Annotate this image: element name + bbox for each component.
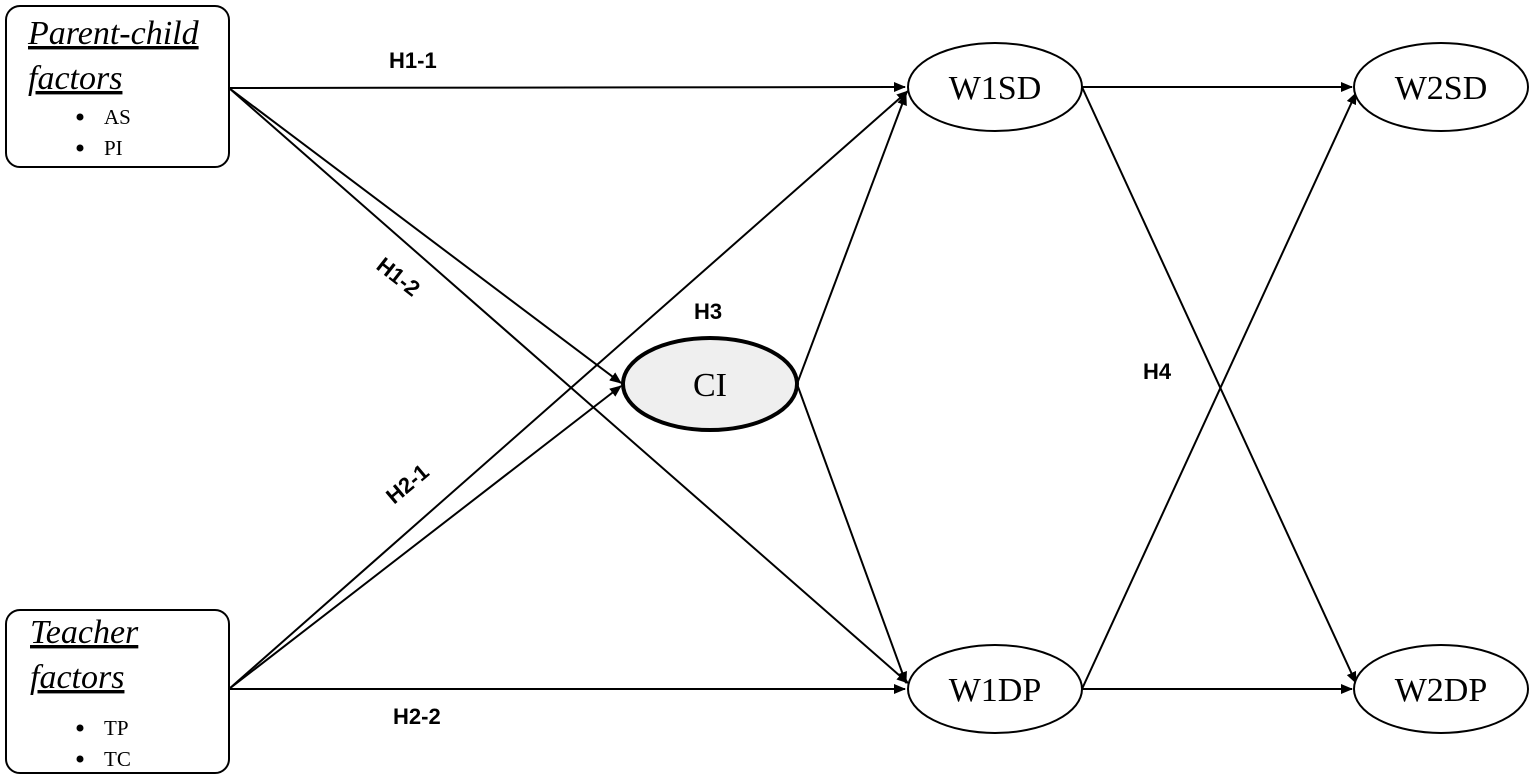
edge-parent-to-ci xyxy=(228,87,622,384)
teacher-item-tp: TP xyxy=(104,716,129,740)
label-h3: H3 xyxy=(694,299,722,324)
node-w1dp: W1DP xyxy=(907,644,1083,734)
edge-w1dp-to-w2sd xyxy=(1081,92,1357,690)
node-w2sd-label: W2SD xyxy=(1395,70,1488,107)
edge-teacher-to-w1sd xyxy=(228,90,909,690)
node-w1sd-label: W1SD xyxy=(949,70,1042,107)
label-h1-2: H1-2 xyxy=(372,252,425,301)
node-ci: CI xyxy=(621,336,799,432)
label-h1-1: H1-1 xyxy=(389,48,437,73)
label-h2-2: H2-2 xyxy=(393,704,441,729)
bullet-icon xyxy=(76,755,84,763)
edge-ci-to-w1sd xyxy=(796,93,907,385)
bullet-icon xyxy=(76,144,84,152)
teacher-factors-box: Teacher factors TP TC xyxy=(5,609,230,774)
node-w2dp: W2DP xyxy=(1353,644,1529,734)
label-h2-1: H2-1 xyxy=(381,459,434,509)
edge-w1sd-to-w2dp xyxy=(1081,86,1357,684)
teacher-title-line2: factors xyxy=(30,659,124,696)
node-w2sd: W2SD xyxy=(1353,42,1529,132)
edge-parent-to-w1sd xyxy=(228,82,906,93)
label-h4: H4 xyxy=(1143,359,1172,384)
teacher-item-tc: TC xyxy=(104,747,131,771)
bullet-icon xyxy=(76,724,84,732)
parent-child-item-pi: PI xyxy=(104,136,123,160)
node-w1dp-label: W1DP xyxy=(949,672,1042,709)
parent-child-factors-box: Parent-child factors AS PI xyxy=(5,5,230,168)
parent-child-item-as: AS xyxy=(104,105,131,129)
teacher-title-line1: Teacher xyxy=(30,614,139,651)
edges xyxy=(228,82,1357,694)
node-w1sd: W1SD xyxy=(907,42,1083,132)
edge-teacher-to-ci xyxy=(228,385,622,690)
node-w2dp-label: W2DP xyxy=(1395,672,1488,709)
edge-parent-to-w1dp xyxy=(228,87,909,684)
bullet-icon xyxy=(76,113,84,121)
parent-child-title-line1: Parent-child xyxy=(27,15,200,52)
parent-child-title-line2: factors xyxy=(28,60,122,97)
edge-ci-to-w1dp xyxy=(796,383,907,684)
node-ci-label: CI xyxy=(693,367,727,404)
